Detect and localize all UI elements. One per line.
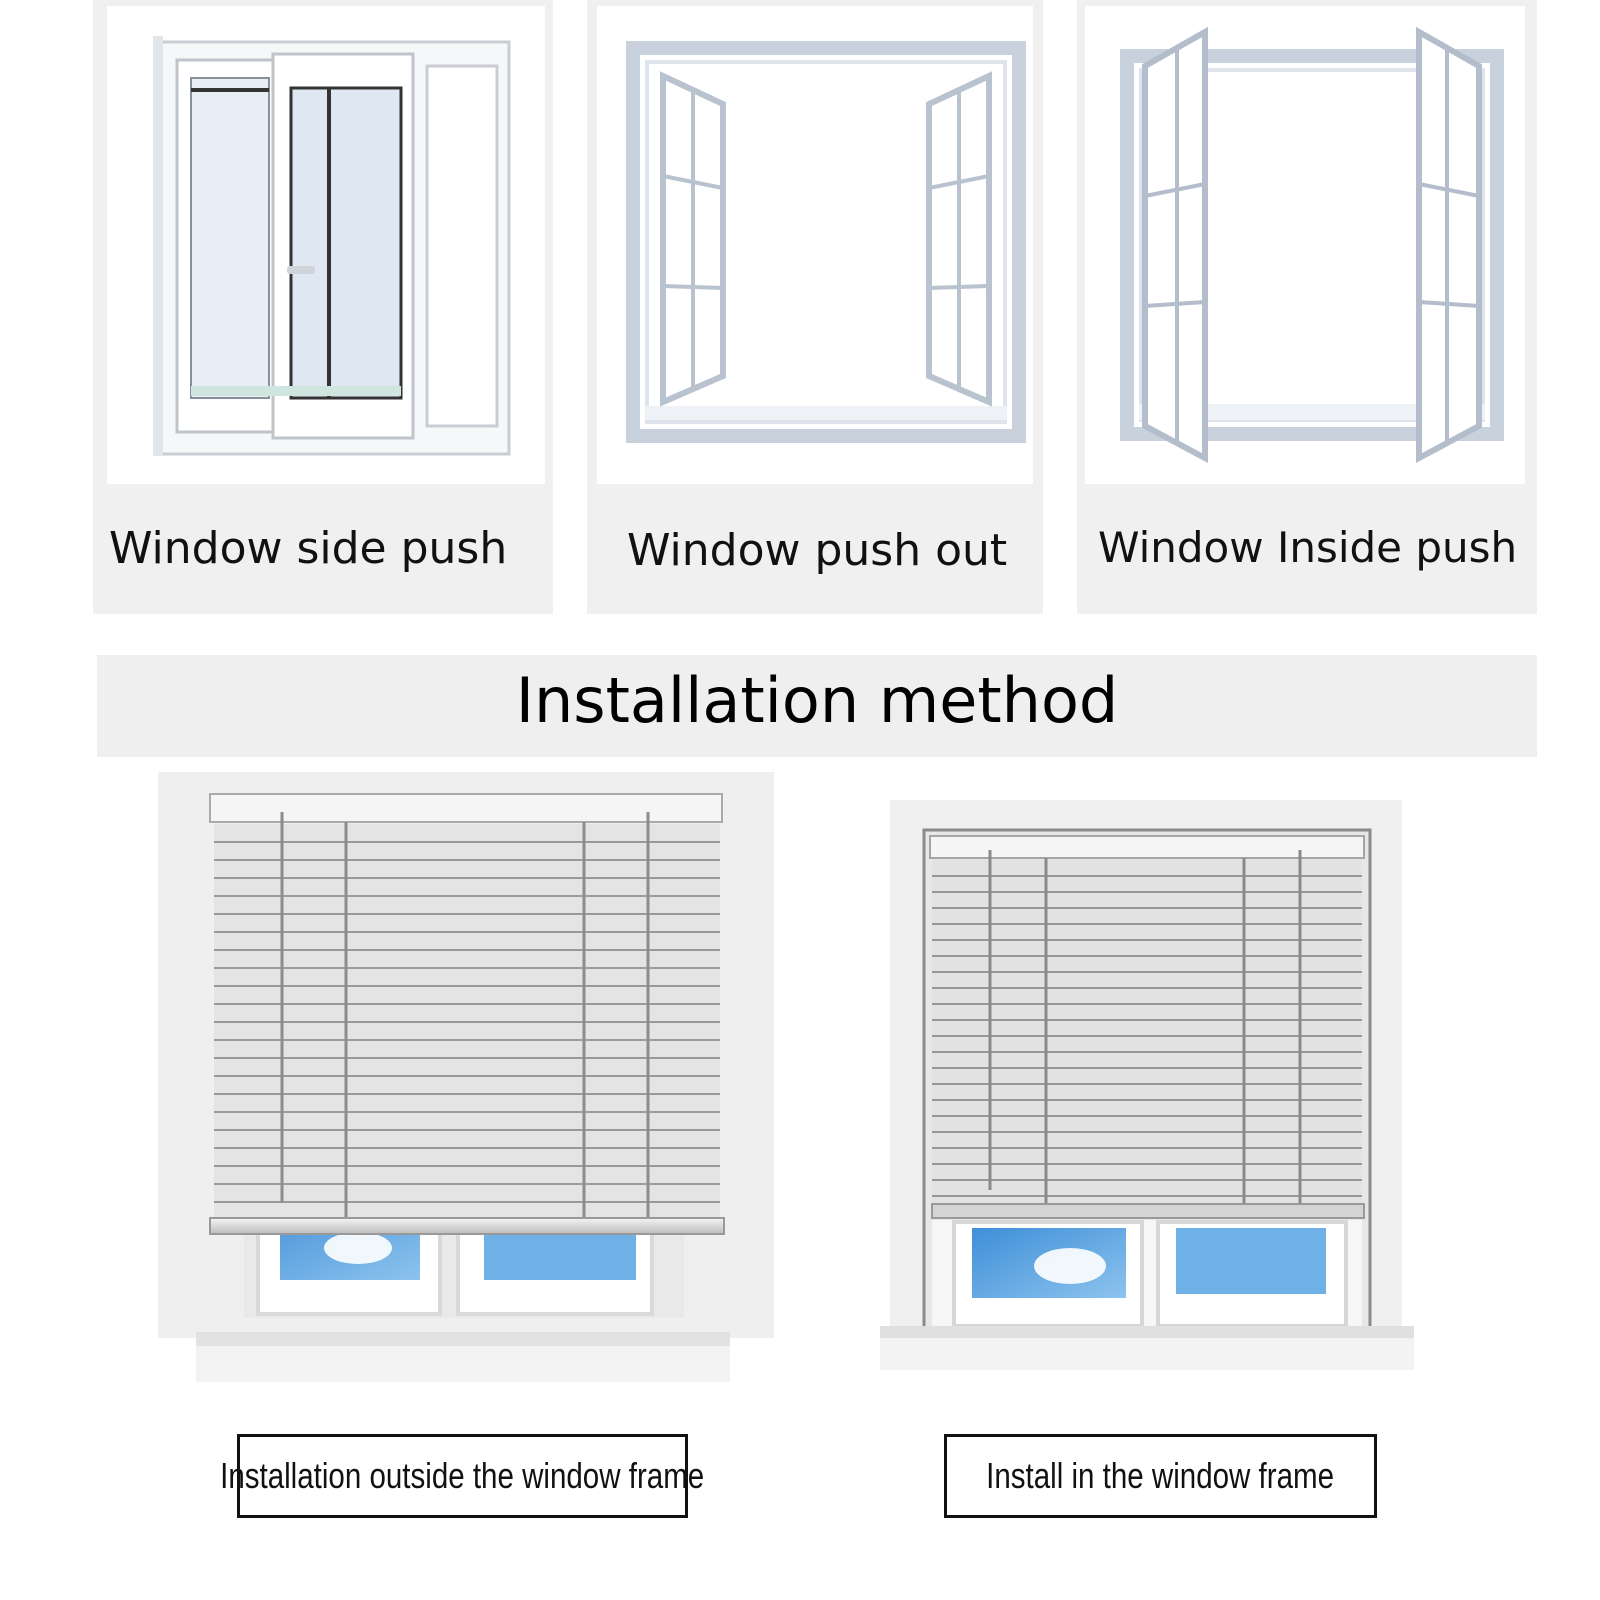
window-type-caption: Window push out xyxy=(627,525,1008,576)
section-title-band: Installation method xyxy=(97,655,1537,757)
install-outside-label: Installation outside the window frame xyxy=(220,1434,705,1518)
window-type-card-side-push: Window side push xyxy=(93,0,553,614)
blind-slats xyxy=(932,850,1362,1208)
window-type-card-push-out: Window push out xyxy=(587,0,1043,614)
install-inside-illustration xyxy=(880,800,1420,1380)
section-title: Installation method xyxy=(515,664,1119,737)
window-type-caption: Window Inside push xyxy=(1098,523,1518,572)
sliding-window-illustration xyxy=(153,36,511,456)
window-type-caption: Window side push xyxy=(109,523,508,574)
install-option-label: Install in the window frame xyxy=(986,1455,1335,1496)
install-option-label: Installation outside the window frame xyxy=(220,1455,705,1496)
install-outside-illustration xyxy=(158,772,778,1392)
window-illustration-tile xyxy=(1085,6,1525,484)
window-illustration-tile xyxy=(597,6,1033,484)
install-inside-label: Install in the window frame xyxy=(944,1434,1377,1518)
casement-in-window-illustration xyxy=(1120,26,1504,463)
window-type-card-inside-push: Window Inside push xyxy=(1077,0,1537,614)
blind-slats xyxy=(214,812,720,1220)
window-illustration-tile xyxy=(107,6,545,484)
casement-out-window-illustration xyxy=(626,41,1026,443)
